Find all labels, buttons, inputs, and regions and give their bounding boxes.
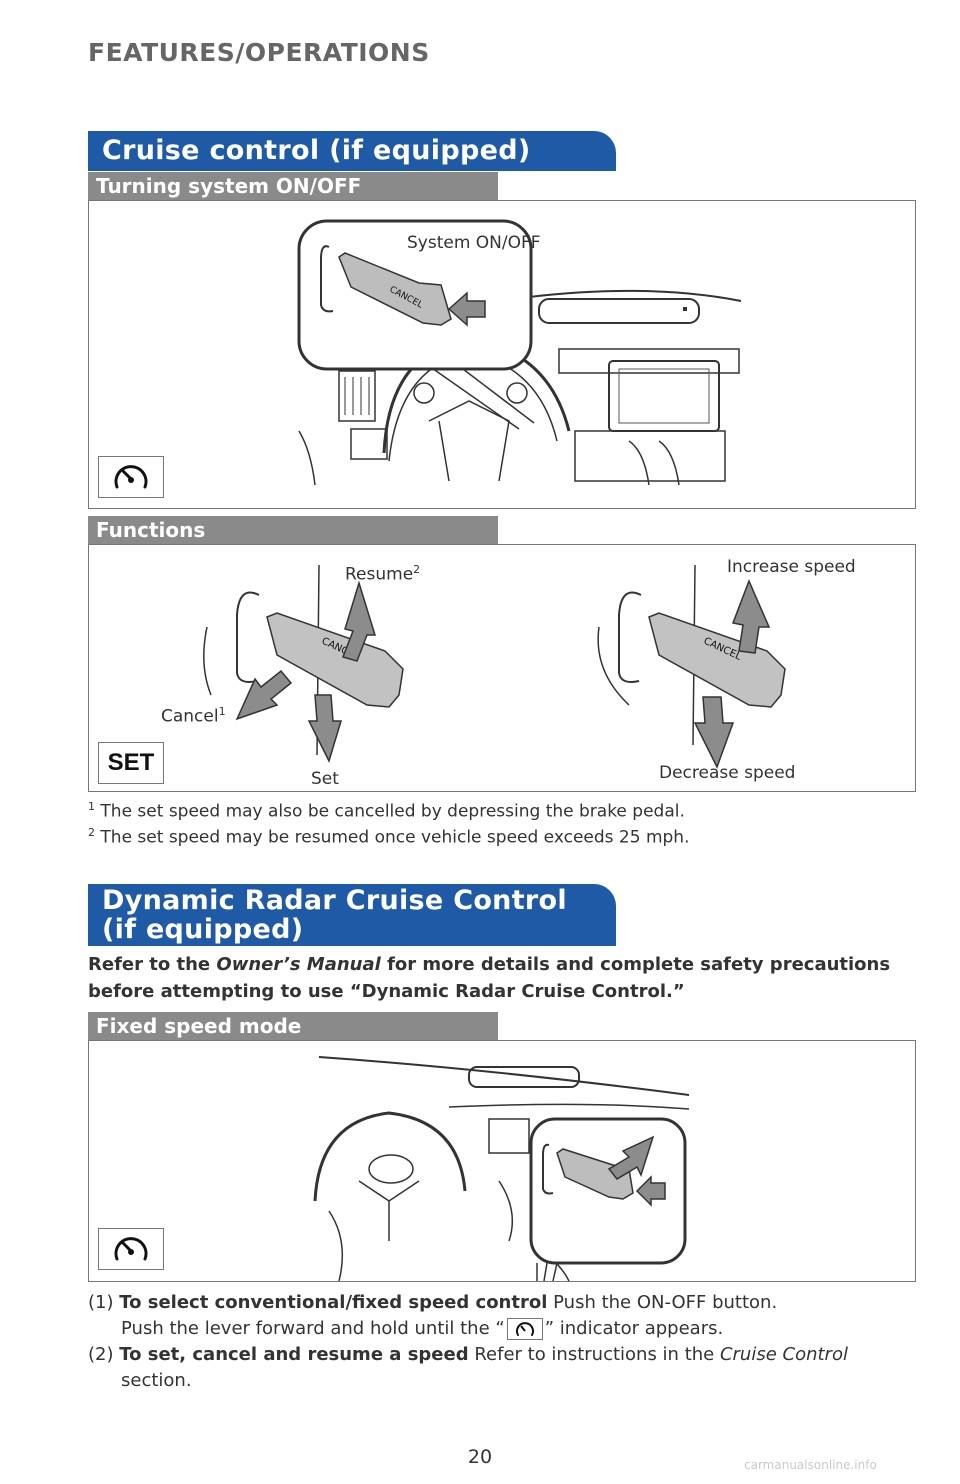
turning-system-panel: CANCEL System ON/OFF bbox=[88, 200, 916, 509]
footnote-2: 2 The set speed may be resumed once vehi… bbox=[88, 826, 690, 848]
cruise-indicator-box bbox=[98, 456, 164, 498]
functions-illustration: CANCEL CANCEL bbox=[203, 564, 786, 769]
inline-cruise-icon bbox=[506, 1318, 543, 1340]
step-1-line-2: Push the lever forward and hold until th… bbox=[121, 1318, 724, 1340]
cruise-speedometer-icon bbox=[114, 465, 148, 489]
fixed-speed-heading: Fixed speed mode bbox=[88, 1012, 498, 1040]
set-indicator-icon: SET bbox=[107, 749, 155, 776]
section-title: FEATURES/OPERATIONS bbox=[88, 38, 430, 67]
cruise-speedometer-icon bbox=[114, 1237, 148, 1261]
turning-system-heading: Turning system ON/OFF bbox=[88, 172, 498, 200]
functions-panel: CANCEL CANCEL Resume2 Cancel1 Set Increa… bbox=[88, 544, 916, 792]
resume-label: Resume2 bbox=[345, 563, 421, 585]
fixed-speed-panel bbox=[88, 1040, 916, 1282]
radar-title-line1: Dynamic Radar Cruise Control bbox=[102, 885, 567, 916]
radar-cruise-title: Dynamic Radar Cruise Control (if equippe… bbox=[88, 884, 616, 946]
increase-speed-label: Increase speed bbox=[727, 557, 856, 577]
fixed-speed-illustration bbox=[313, 1056, 690, 1281]
cancel-label: Cancel1 bbox=[161, 705, 226, 727]
step-2: (2) To set, cancel and resume a speed Re… bbox=[88, 1344, 848, 1365]
decrease-speed-label: Decrease speed bbox=[659, 763, 796, 783]
watermark: carmanualsonline.info bbox=[744, 1458, 877, 1472]
cruise-speedometer-icon bbox=[515, 1322, 534, 1336]
radar-intro: Refer to the Owner’s Manual for more det… bbox=[88, 954, 891, 1002]
system-on-off-label: System ON/OFF bbox=[407, 233, 541, 253]
page-number: 20 bbox=[467, 1446, 493, 1468]
dashboard-illustration: CANCEL bbox=[297, 219, 742, 486]
set-label: Set bbox=[311, 769, 339, 789]
set-indicator-box: SET bbox=[98, 742, 164, 784]
cruise-control-title: Cruise control (if equipped) bbox=[88, 131, 616, 171]
radar-title-line2: (if equipped) bbox=[102, 914, 304, 945]
step-1: (1) To select conventional/fixed speed c… bbox=[88, 1292, 778, 1313]
step-2-line-2: section. bbox=[121, 1370, 192, 1391]
footnote-1: 1 The set speed may also be cancelled by… bbox=[88, 800, 685, 822]
fixed-speed-indicator-box bbox=[98, 1228, 164, 1270]
functions-heading: Functions bbox=[88, 516, 498, 544]
